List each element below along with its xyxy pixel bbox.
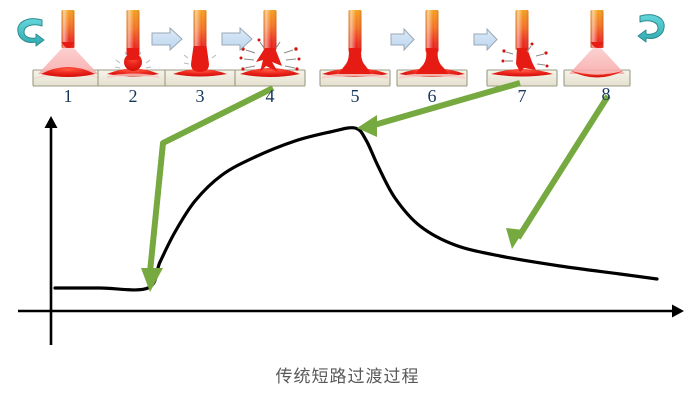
electrode-tip: [590, 42, 604, 48]
chart-axes: [18, 116, 684, 345]
liquid-bridge: [416, 48, 448, 74]
stage-6-illustration: [396, 10, 468, 87]
arc-cone: [38, 46, 98, 74]
spatter-rays: [505, 45, 546, 66]
electrode-tip: [61, 42, 75, 48]
stage-4-illustration: [234, 10, 306, 87]
spatter-rays: [243, 41, 297, 69]
figure-caption: 传统短路过渡过程: [275, 367, 420, 387]
stage-label-6: 6: [427, 86, 437, 106]
transition-arrow-3: [390, 27, 415, 52]
stage-label-7: 7: [517, 86, 527, 106]
electrode-highlight: [126, 10, 140, 54]
stage-2-illustration: [97, 10, 169, 87]
stage-label-8: 8: [601, 84, 611, 104]
x-axis-arrowhead: [672, 304, 684, 318]
electrode-highlight: [515, 10, 529, 50]
current-waveform-curve: [53, 126, 659, 292]
ruptured-bridge: [516, 48, 536, 72]
stage-1-illustration: [32, 10, 104, 87]
transition-arrow-2: [221, 26, 253, 52]
electrode-highlight: [425, 10, 439, 52]
stage-8-illustration: [563, 10, 631, 87]
callout-arrow-stage-4: [141, 85, 275, 292]
electrode-highlight: [193, 10, 207, 54]
arc-cone: [569, 48, 625, 74]
stage-7-illustration: [486, 10, 558, 87]
stage-label-3: 3: [195, 86, 205, 106]
cycle-arrow-left-icon: [17, 18, 45, 47]
stage-label-5: 5: [350, 86, 360, 106]
droplet-neck: [126, 48, 140, 60]
transition-arrow-4: [473, 27, 498, 52]
electrode-highlight: [263, 10, 277, 50]
transition-arrow-1: [151, 26, 183, 52]
callout-arrow-stage-7: [357, 80, 521, 137]
stage-5-illustration: [319, 10, 391, 87]
pool-glow: [322, 73, 388, 79]
contact-sparks: [114, 51, 152, 69]
electrode-highlight: [348, 10, 362, 52]
stage-label-1: 1: [63, 86, 73, 106]
y-axis-arrowhead: [44, 116, 58, 128]
weld-pool: [173, 69, 227, 77]
pool-glow: [107, 73, 159, 78]
exploding-bridge: [256, 48, 282, 72]
stage-3-illustration: [164, 10, 236, 87]
molten-droplet: [191, 46, 209, 72]
spatter-droplets: [501, 42, 549, 68]
cycle-arrow-right-icon: [637, 14, 665, 43]
stage-label-4: 4: [265, 86, 275, 106]
callout-arrow-stage-8: [506, 94, 611, 249]
liquid-bridge: [339, 48, 371, 74]
weld-pool: [491, 69, 553, 77]
electrode-highlight: [61, 10, 75, 48]
stage-label-2: 2: [128, 86, 138, 106]
weld-pool: [571, 71, 623, 78]
weld-pool: [41, 67, 95, 77]
pool-glow: [399, 73, 465, 79]
contact-sparks: [183, 54, 217, 65]
electrode-highlight: [590, 10, 604, 48]
weld-pool: [240, 68, 300, 77]
